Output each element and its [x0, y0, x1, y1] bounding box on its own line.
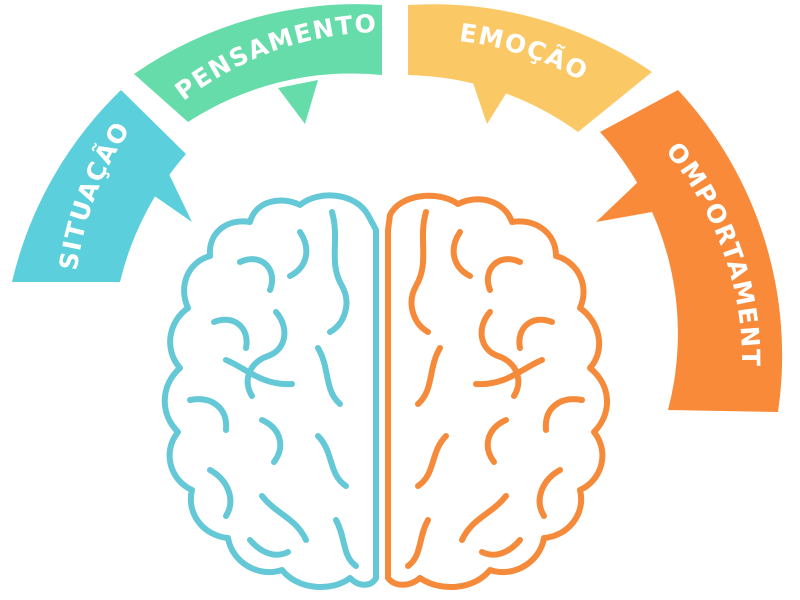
cycle-ring — [12, 4, 783, 412]
segment-emocao-tail — [472, 80, 512, 124]
segment-emocao — [408, 4, 652, 132]
brain-left-hemisphere-icon — [161, 192, 379, 590]
segment-situacao-tail — [140, 172, 192, 222]
segment-pensamento — [134, 4, 382, 122]
brain-right-hemisphere-icon — [385, 192, 610, 590]
segment-comportamento-tail — [596, 180, 652, 222]
segment-situacao — [12, 90, 186, 282]
segment-comportamento — [600, 90, 783, 412]
segment-pensamento-tail — [278, 80, 318, 124]
